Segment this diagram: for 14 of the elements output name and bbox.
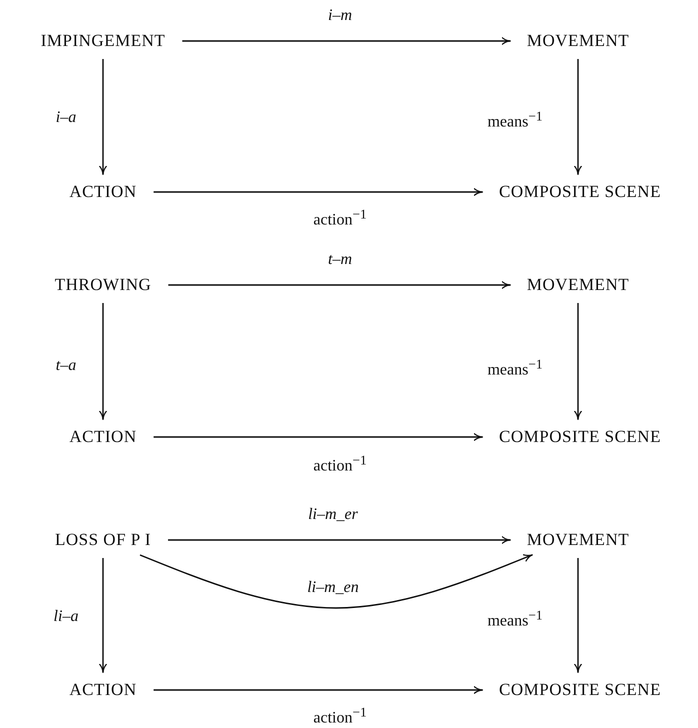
node-label: ACTION [66, 425, 140, 449]
edge-label: li–m_en [305, 579, 361, 597]
node-label: IMPINGEMENT [38, 29, 168, 53]
node-label: ACTION [66, 678, 140, 702]
node-label: MOVEMENT [524, 29, 632, 53]
node-label: MOVEMENT [524, 273, 632, 297]
node-label: LOSS OF P I [52, 528, 154, 552]
node-label: COMPOSITE SCENE [496, 678, 664, 702]
edge-label: li–m_er [306, 506, 360, 524]
node-label: MOVEMENT [524, 528, 632, 552]
node-label: COMPOSITE SCENE [496, 180, 664, 204]
node-label: ACTION [66, 180, 140, 204]
node-label: COMPOSITE SCENE [496, 425, 664, 449]
node-label: THROWING [52, 273, 154, 297]
